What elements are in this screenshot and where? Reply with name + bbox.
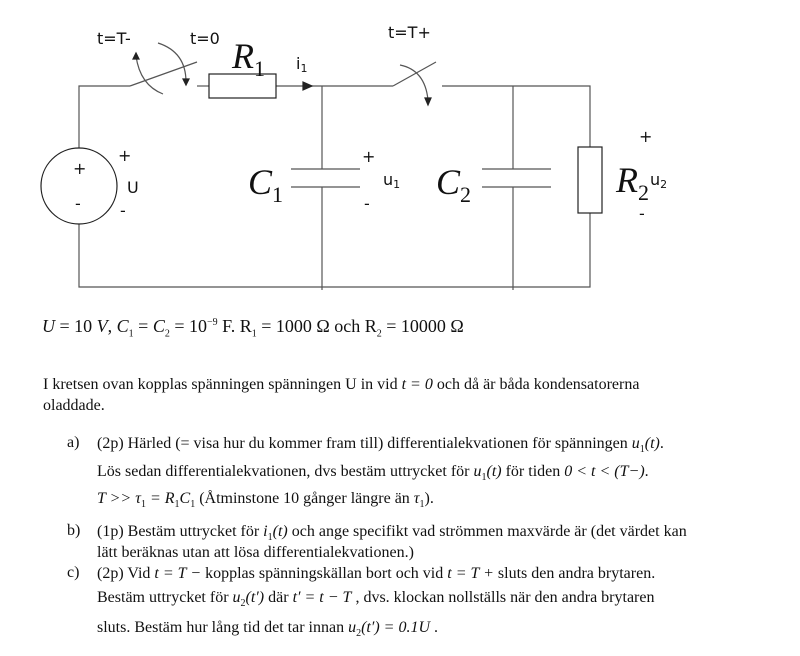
u1-minus: - (364, 194, 370, 213)
parameter-values: U = 10 V, C1 = C2 = 10−9 F. R1 = 1000 Ω … (42, 316, 464, 340)
resistor-r2 (577, 146, 603, 214)
r2-label: R2 (616, 160, 649, 205)
switch1-close-label: t=0 (190, 29, 220, 48)
i1-label: i1 (296, 54, 308, 75)
item-a-line-2: Lös sedan differentialekvationen, dvs be… (97, 463, 649, 484)
wires (78, 85, 591, 290)
switch-2 (392, 61, 437, 107)
current-arrow (302, 81, 314, 91)
item-c-line-3: sluts. Bestäm hur lång tid det tar innan… (97, 619, 439, 640)
item-c-line-1: (2p) Vid t = T − kopplas spänningskällan… (97, 565, 656, 582)
intro-line-2: oladdade. (43, 397, 105, 414)
item-b-line-1: (1p) Bestäm uttrycket för i1(t) och ange… (97, 523, 687, 544)
source-inner-plus: + (73, 159, 87, 178)
item-c-marker: c) (67, 564, 80, 581)
capacitor-c2 (482, 168, 551, 188)
voltage-source (40, 147, 118, 225)
c2-label: C2 (436, 162, 472, 207)
intro-line-1: I kretsen ovan kopplas spänningen spänni… (43, 376, 640, 393)
source-plus: + (118, 146, 132, 165)
u1-label: u1 (383, 170, 401, 191)
switch-1 (129, 42, 198, 95)
resistor-r1 (208, 73, 277, 99)
switch2-label: t=T+ (388, 23, 431, 42)
source-minus: - (120, 201, 126, 220)
source-label: U (127, 178, 139, 197)
u2-minus: - (639, 204, 645, 223)
c1-label: C1 (248, 162, 284, 207)
item-c-line-2: Bestäm uttrycket för u2(t′) där t′ = t −… (97, 589, 655, 610)
item-b-line-2: lätt beräknas utan att lösa differential… (97, 544, 414, 561)
u1-plus: + (362, 147, 376, 166)
item-a-line-1: (2p) Härled (= visa hur du kommer fram t… (97, 435, 664, 456)
u2-plus: + (639, 127, 653, 146)
circuit-diagram (40, 42, 603, 290)
u2-label: u2 (650, 170, 668, 191)
switch1-open-label: t=T- (97, 29, 131, 48)
item-a-line-3: T >> τ1 = R1C1 (Åtminstone 10 gånger län… (97, 490, 434, 511)
item-b-marker: b) (67, 522, 81, 539)
capacitor-c1 (291, 168, 360, 188)
r1-label: R1 (232, 36, 265, 81)
source-inner-minus: - (75, 194, 81, 213)
item-a-marker: a) (67, 434, 80, 451)
